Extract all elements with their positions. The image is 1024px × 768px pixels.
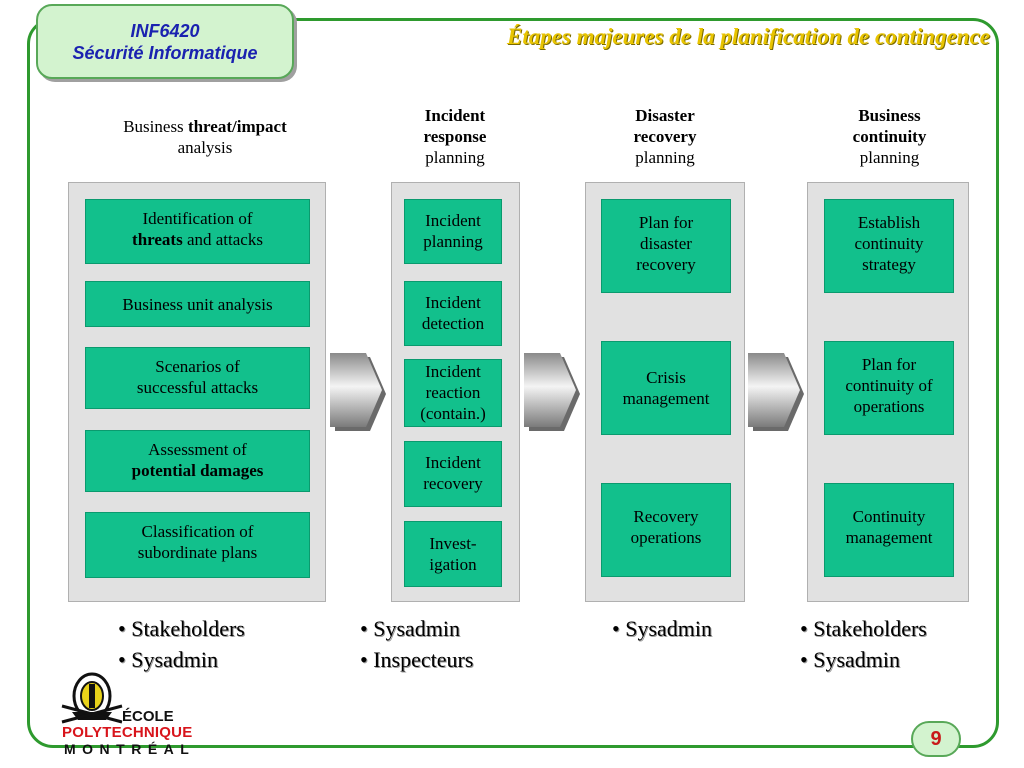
header-text: Business <box>123 117 188 136</box>
box-text: Invest- <box>429 534 477 553</box>
people-list-disaster-recovery: • Sysadmin <box>612 613 712 644</box>
box-text: Crisis <box>646 368 686 387</box>
box-text: recovery <box>636 255 696 274</box>
box-plan-continuity-operations: Plan for continuity of operations <box>824 341 954 435</box>
box-incident-recovery: Incident recovery <box>404 441 502 507</box>
header-bold-text: Incident <box>424 106 486 125</box>
box-incident-detection: Incident detection <box>404 281 502 346</box>
box-text: reaction <box>425 383 481 402</box>
header-bold-text: threat/impact <box>187 117 287 136</box>
header-bold-text: response <box>423 127 487 146</box>
box-text: management <box>622 389 710 408</box>
box-text: Recovery <box>633 507 699 526</box>
box-text: Identification of <box>142 209 253 228</box>
box-text: successful attacks <box>136 378 259 397</box>
people-item: • Stakeholders <box>800 616 927 641</box>
box-investigation: Invest- igation <box>404 521 502 587</box>
box-text: planning <box>423 232 483 251</box>
page-number: 9 <box>911 721 961 757</box>
people-item: • Stakeholders <box>118 616 245 641</box>
box-text: Plan for <box>638 213 694 232</box>
header-text: planning <box>859 148 920 167</box>
box-text: Scenarios of <box>155 357 240 376</box>
box-business-unit-analysis: Business unit analysis <box>85 281 310 327</box>
header-bold-text: Business <box>858 106 921 125</box>
box-text: management <box>845 528 933 547</box>
box-text: Incident <box>425 453 481 472</box>
box-continuity-management: Continuity management <box>824 483 954 577</box>
box-text: continuity <box>854 234 924 253</box>
column-header-business-continuity: Business continuity planning <box>822 105 957 168</box>
people-item: • Sysadmin <box>800 647 900 672</box>
box-scenarios-attacks: Scenarios of successful attacks <box>85 347 310 409</box>
box-recovery-operations: Recovery operations <box>601 483 731 577</box>
logo-ecole-text: ÉCOLE <box>122 708 174 725</box>
box-text: Business unit analysis <box>122 294 273 314</box>
box-text: igation <box>429 555 477 574</box>
slide-frame <box>27 18 999 748</box>
logo-montreal-text: MONTRÉAL <box>64 741 196 757</box>
header-text: planning <box>425 148 485 167</box>
header-text: analysis <box>177 138 233 157</box>
header-text: planning <box>635 148 695 167</box>
arrow-right-icon <box>330 353 386 431</box>
people-item: • Sysadmin <box>612 616 712 641</box>
people-list-incident-response: • Sysadmin • Inspecteurs <box>360 613 473 675</box>
people-item: • Sysadmin <box>118 647 218 672</box>
box-bold-text: threats <box>132 230 183 249</box>
box-text: Incident <box>425 293 481 312</box>
box-identification-threats: Identification of threats and attacks <box>85 199 310 264</box>
slide-title: Étapes majeures de la planification de c… <box>507 24 990 49</box>
column-header-disaster-recovery: Disaster recovery planning <box>600 105 730 168</box>
box-text: Assessment of <box>148 440 247 459</box>
course-label: INF6420 Sécurité Informatique <box>36 4 294 79</box>
box-text: and attacks <box>182 230 263 249</box>
people-item: • Inspecteurs <box>360 647 474 672</box>
people-item: • Sysadmin <box>360 616 460 641</box>
people-list-business-continuity: • Stakeholders • Sysadmin <box>800 613 927 675</box>
arrow-right-icon <box>524 353 580 431</box>
logo-polytechnique-text: POLYTECHNIQUE <box>62 724 193 741</box>
box-crisis-management: Crisis management <box>601 341 731 435</box>
polytechnique-emblem-icon <box>61 672 123 724</box>
box-text: strategy <box>862 255 916 274</box>
box-bold-text: potential damages <box>131 461 264 480</box>
box-text: Incident <box>425 211 481 230</box>
header-bold-text: recovery <box>633 127 697 146</box>
box-text: recovery <box>423 474 483 493</box>
header-bold-text: continuity <box>852 127 927 146</box>
course-code: INF6420 <box>130 20 200 41</box>
box-text: operations <box>853 397 925 416</box>
box-text: (contain.) <box>420 404 486 423</box>
box-text: continuity of <box>845 376 933 395</box>
box-text: Plan for <box>861 355 917 374</box>
box-text: Classification of <box>141 522 254 541</box>
box-classification-plans: Classification of subordinate plans <box>85 512 310 578</box>
box-text: Incident <box>425 362 481 381</box>
course-name: Sécurité Informatique <box>72 42 258 63</box>
box-plan-disaster-recovery: Plan for disaster recovery <box>601 199 731 293</box>
box-text: detection <box>421 314 485 333</box>
box-assessment-damages: Assessment of potential damages <box>85 430 310 492</box>
box-incident-reaction: Incident reaction (contain.) <box>404 359 502 427</box>
box-text: disaster <box>640 234 692 253</box>
column-header-threat-impact: Business threat/impact analysis <box>80 116 330 158</box>
box-text: Continuity <box>852 507 926 526</box>
header-bold-text: Disaster <box>635 106 695 125</box>
box-establish-continuity-strategy: Establish continuity strategy <box>824 199 954 293</box>
people-list-threat-impact: • Stakeholders • Sysadmin <box>118 613 245 675</box>
box-text: subordinate plans <box>137 543 258 562</box>
box-incident-planning: Incident planning <box>404 199 502 264</box>
box-text: operations <box>630 528 702 547</box>
box-text: Establish <box>857 213 921 232</box>
column-header-incident-response: Incident response planning <box>390 105 520 168</box>
arrow-right-icon <box>748 353 804 431</box>
